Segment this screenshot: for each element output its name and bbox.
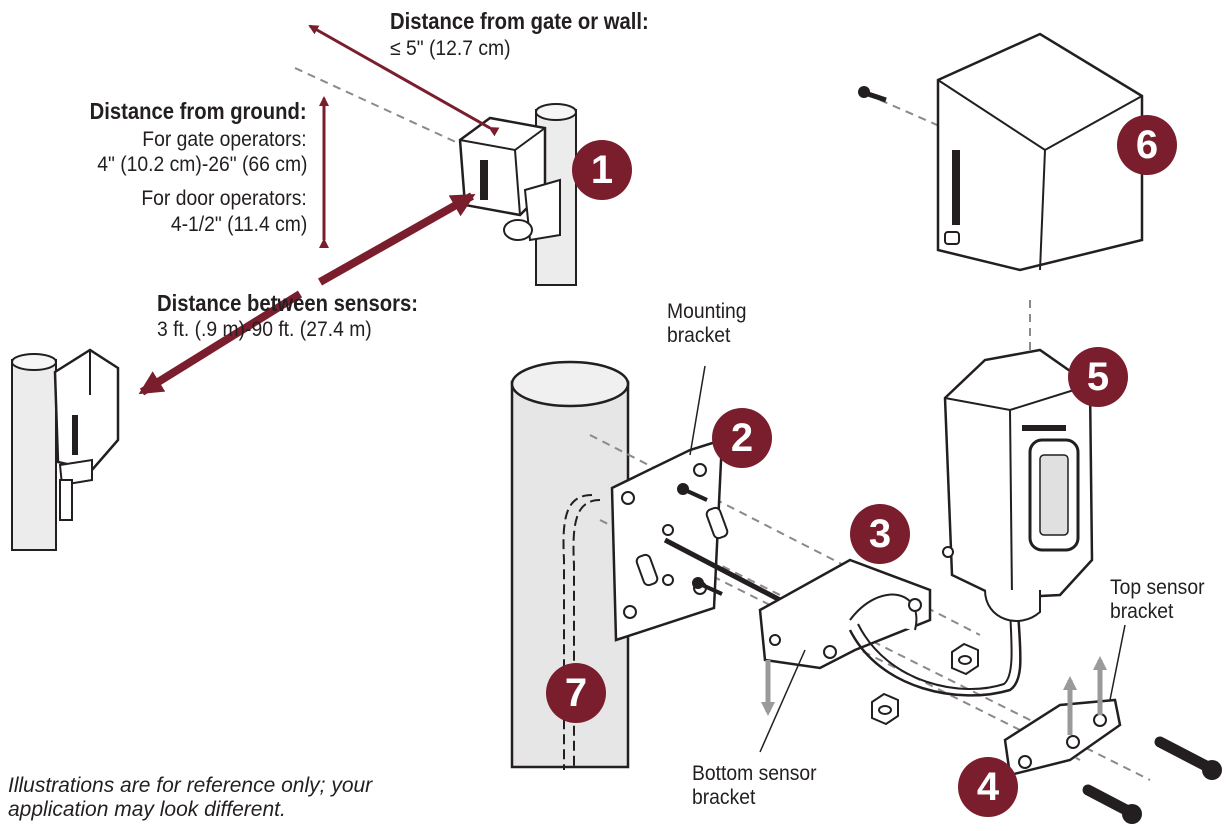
nuts [871, 642, 979, 726]
gate-operators-label: For gate operators: [142, 128, 307, 151]
between-sensors-title: Distance between sensors: [157, 290, 418, 316]
long-screws [1082, 736, 1222, 824]
door-operators-label: For door operators: [141, 187, 307, 210]
sensor-1 [458, 116, 561, 242]
u-bolt-back [562, 494, 593, 770]
top-sensor-bracket [1003, 698, 1122, 777]
gate-wall-title: Distance from gate or wall: [390, 8, 649, 34]
sensor-left [53, 348, 120, 521]
bottom-sensor-bracket-label: Bottom sensor bracket [692, 762, 817, 810]
callout-6: 6 [1117, 115, 1177, 175]
callout-7: 7 [546, 663, 606, 723]
callout-5: 5 [1068, 347, 1128, 407]
reference-note: Illustrations are for reference only; yo… [8, 774, 373, 822]
leader-lines [689, 365, 1126, 753]
callout-2: 2 [712, 408, 772, 468]
callout-4: 4 [958, 757, 1018, 817]
mounting-bracket-label: Mounting bracket [667, 300, 747, 348]
callout-3: 3 [850, 504, 910, 564]
top-sensor-bracket-label: Top sensor bracket [1110, 576, 1205, 624]
between-sensors-arrow-down [138, 290, 303, 396]
sensor-5 [942, 348, 1094, 622]
left-pole [11, 353, 57, 551]
ground-title: Distance from ground: [89, 98, 307, 124]
bottom-sensor-bracket [758, 558, 1022, 697]
sensor-hood-6 [936, 32, 1144, 272]
distance-from-wall-arrow [308, 24, 500, 137]
between-sensors-arrow-up [318, 192, 476, 286]
u-bolt-front [572, 499, 601, 770]
hood-screw [858, 86, 887, 103]
bracket-screws [635, 483, 782, 603]
callout-1: 1 [572, 140, 632, 200]
between-sensors-value: 3 ft. (.9 m)-90 ft. (27.4 m) [157, 318, 372, 341]
main-pole [510, 360, 630, 769]
gate-operators-value: 4" (10.2 cm)-26" (66 cm) [96, 153, 307, 176]
gate-wall-value: ≤ 5" (12.7 cm) [390, 37, 511, 60]
door-operators-value: 4-1/2" (11.4 cm) [170, 213, 307, 236]
